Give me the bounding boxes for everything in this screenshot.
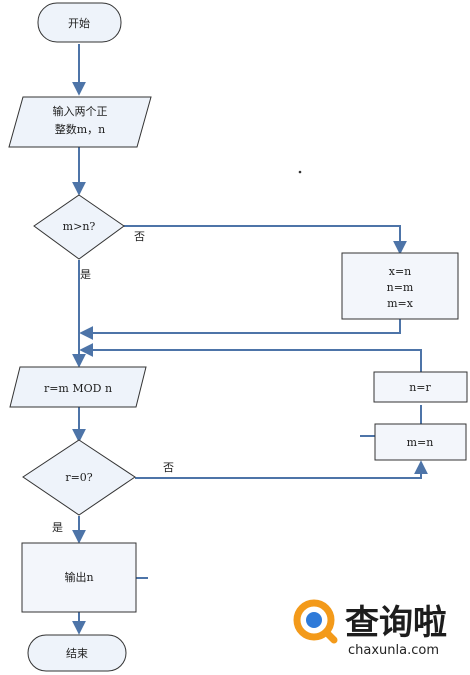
assign-r-node: r=m MOD n: [9, 366, 147, 408]
search-icon: [293, 599, 338, 644]
assign-r-label: r=m MOD n: [44, 382, 112, 395]
flow-decision2-no: [135, 460, 428, 479]
input-node: 输入两个正 整数m，n: [8, 96, 152, 148]
input-label-line2: 整数m，n: [55, 122, 106, 136]
stray-dot: [298, 170, 302, 174]
decision2-yes-label: 是: [52, 521, 63, 534]
decision-r-eq-0: r=0?: [22, 439, 136, 516]
watermark-domain: chaxunla.com: [348, 643, 439, 658]
swap-box: x=n n=m m=x: [341, 252, 459, 320]
end-node: 结束: [27, 634, 127, 672]
output-node: 输出n: [21, 542, 137, 613]
end-label: 结束: [66, 647, 88, 660]
decision1-yes-label: 是: [80, 268, 91, 281]
decision2-label: r=0?: [65, 471, 92, 484]
decision1-no-label: 否: [134, 230, 145, 243]
decision1-label: m>n?: [63, 220, 96, 233]
swap-line3: m=x: [387, 297, 414, 310]
watermark-brand: 查询啦: [345, 603, 447, 643]
watermark-logo: 查询啦 chaxunla.com: [293, 599, 447, 658]
start-label: 开始: [68, 16, 90, 30]
assign-n-box: n=r: [373, 371, 468, 403]
assign-m-label: m=n: [407, 436, 434, 449]
swap-line2: n=m: [387, 281, 414, 294]
swap-line1: x=n: [389, 265, 412, 278]
output-label: 输出n: [64, 570, 93, 584]
flow-swap-return: [79, 318, 401, 340]
decision-m-gt-n: m>n?: [33, 194, 125, 260]
start-node: 开始: [37, 2, 122, 43]
assign-m-box: m=n: [374, 423, 467, 461]
flow-decision1-no: [124, 225, 407, 255]
flow-loop-return: [79, 343, 422, 372]
assign-n-label: n=r: [409, 381, 431, 394]
input-label-line1: 输入两个正: [53, 104, 108, 118]
decision2-no-label: 否: [163, 461, 174, 474]
